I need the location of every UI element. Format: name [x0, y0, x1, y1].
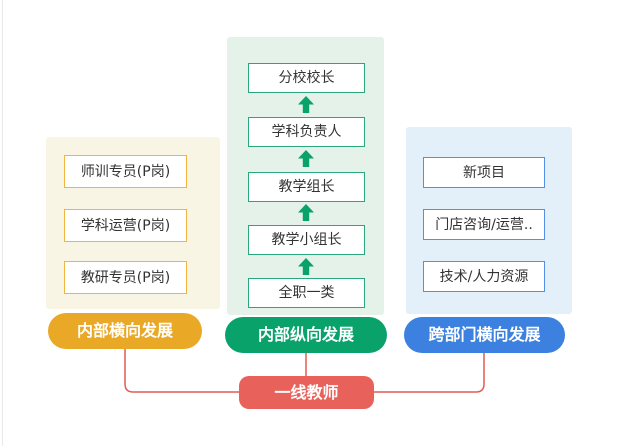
node-branch-principal[interactable]: 分校校长 — [248, 63, 365, 93]
up-arrow-icon — [298, 96, 314, 113]
up-arrow-icon — [298, 258, 314, 275]
root-node-frontline-teacher[interactable]: 一线教师 — [239, 376, 374, 409]
up-arrow-icon — [298, 204, 314, 221]
node-fulltime-class-one[interactable]: 全职一类 — [248, 278, 365, 308]
node-new-project[interactable]: 新项目 — [423, 157, 545, 188]
node-teaching-small-group-leader[interactable]: 教学小组长 — [248, 225, 365, 255]
connector-left — [124, 349, 239, 393]
node-teaching-research-specialist[interactable]: 教研专员(P岗) — [64, 261, 187, 294]
node-teaching-group-leader[interactable]: 教学组长 — [248, 172, 365, 202]
branch-title-internal-vertical[interactable]: 内部纵向发展 — [225, 317, 387, 353]
node-teacher-training-specialist[interactable]: 师训专员(P岗) — [64, 155, 187, 188]
node-subject-leader[interactable]: 学科负责人 — [248, 117, 365, 147]
up-arrow-icon — [298, 150, 314, 167]
branch-title-internal-horizontal[interactable]: 内部横向发展 — [48, 313, 202, 349]
node-store-consulting-operations[interactable]: 门店咨询/运营.. — [423, 209, 545, 240]
node-tech-hr[interactable]: 技术/人力资源 — [423, 261, 545, 292]
canvas-left-edge — [2, 0, 3, 446]
connector-right — [374, 353, 485, 393]
branch-title-cross-department[interactable]: 跨部门横向发展 — [404, 317, 565, 353]
node-subject-operations[interactable]: 学科运营(P岗) — [64, 209, 187, 242]
